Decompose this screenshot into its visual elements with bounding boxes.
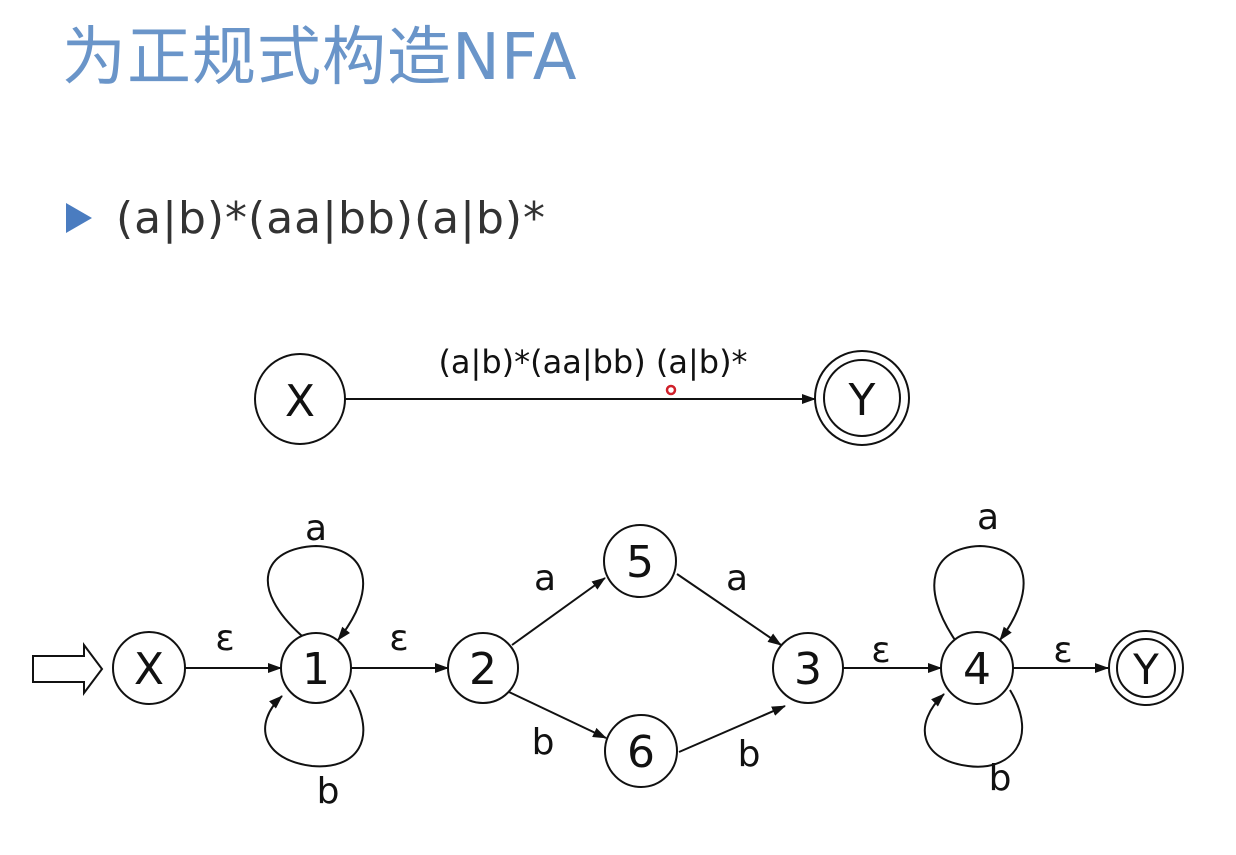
edge-4-y-label: ε [1053, 630, 1072, 671]
state-6-label: 6 [627, 727, 655, 778]
loop-1-b [264, 689, 365, 768]
state-2-label: 2 [469, 644, 497, 695]
edge-2-6 [508, 691, 607, 739]
state-y-outer-circle [1108, 630, 1184, 706]
state-5-circle [603, 524, 677, 598]
state-3-circle [772, 632, 844, 704]
edge-2-5-label: a [534, 558, 556, 599]
edge-5-3 [676, 573, 782, 646]
state-1-label: 1 [302, 644, 330, 695]
state-5-label: 5 [626, 537, 654, 588]
edge-2-5 [511, 577, 606, 646]
loop-4-a [933, 544, 1025, 641]
edge-x-1-label: ε [215, 618, 234, 659]
loop-4-b [923, 689, 1024, 768]
edge-5-3-label: a [726, 558, 748, 599]
state-x-circle [112, 631, 186, 705]
edge-3-4-label: ε [871, 630, 890, 671]
state-4-circle [940, 631, 1014, 705]
top-state-x-label: X [285, 376, 315, 427]
state-3-label: 3 [794, 644, 822, 695]
edge-6-3-label: b [738, 734, 761, 775]
cursor-pointer-icon [665, 384, 677, 396]
loop-4-b-label: b [989, 758, 1012, 799]
state-x-label: X [134, 644, 164, 695]
state-y-label: Y [1132, 645, 1159, 694]
state-4-label: 4 [963, 644, 991, 695]
edge-1-2-label: ε [389, 618, 408, 659]
loop-1-b-label: b [317, 771, 340, 812]
top-edge-label: (a|b)*(aa|bb) (a|b)* [438, 343, 747, 381]
slide-title: 为正规式构造NFA [62, 21, 578, 95]
regex-expression: (a|b)*(aa|bb)(a|b)* [116, 192, 547, 244]
bullet-item: (a|b)*(aa|bb)(a|b)* [66, 186, 546, 250]
state-2-circle [447, 632, 519, 704]
start-arrow-icon [32, 642, 104, 696]
top-state-y-label: Y [848, 375, 876, 426]
top-diagram: X Y (a|b)*(aa|bb) (a|b)* [254, 343, 910, 446]
nfa-full-diagram: ε a b ε a a b b ε a b ε X 1 2 5 6 [32, 497, 1184, 812]
edge-2-6-label: b [532, 722, 555, 763]
state-y-inner-circle [1116, 638, 1176, 698]
state-1-circle [280, 632, 352, 704]
loop-1-a-label: a [305, 508, 327, 549]
top-state-y-inner-circle [823, 359, 901, 437]
bullet-triangle-icon [66, 203, 92, 233]
loop-1-a [266, 544, 364, 641]
loop-4-a-label: a [977, 497, 999, 538]
edge-6-3 [678, 705, 786, 753]
state-6-circle [604, 714, 678, 788]
